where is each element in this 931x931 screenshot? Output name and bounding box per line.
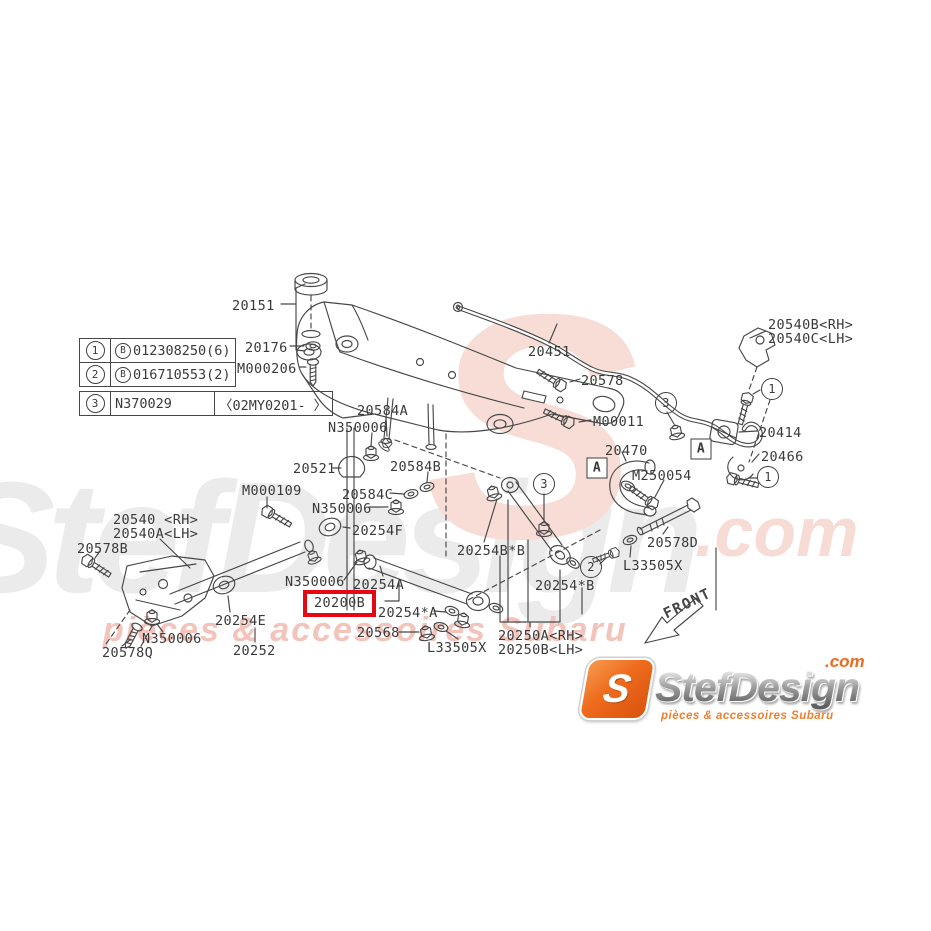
part-label-20254E: 20254E [215, 613, 267, 629]
part-label-L33505X: L33505X [427, 640, 487, 656]
part-label-20451: 20451 [528, 344, 571, 360]
part-label-20540B<RH>: 20540B<RH> [768, 317, 854, 333]
range-open: 〈02MY0201- [219, 397, 306, 414]
part-label-M250054: M250054 [632, 468, 692, 484]
size-mark-icon: B [115, 342, 131, 359]
part-label-20568: 20568 [357, 625, 400, 641]
ref-part-no-2: 016710553(2) [133, 366, 231, 383]
size-mark-icon: B [115, 366, 131, 383]
part-label-20540 <RH>: 20540 <RH> [113, 512, 199, 528]
part-label-20254A: 20254A [353, 577, 405, 593]
part-label-20414: 20414 [759, 425, 802, 441]
brand-initial: S [599, 667, 635, 711]
part-label-20176: 20176 [245, 340, 288, 356]
watermark-tagline: pièces & accessoires Subaru [103, 611, 628, 649]
callout-circle-2: 2 [580, 556, 602, 578]
part-label-20250B<LH>: 20250B<LH> [498, 642, 584, 658]
part-label-20540A<LH>: 20540A<LH> [113, 526, 199, 542]
callout-box-A: A [690, 438, 712, 460]
part-label-20254*B: 20254*B [535, 578, 595, 594]
part-label-20250A<RH>: 20250A<RH> [498, 628, 584, 644]
ref-index-3: 3 [85, 394, 105, 413]
brand-tld: .com [825, 652, 865, 671]
range-close: 〉 [313, 397, 328, 414]
ref-part-no-3: N370029 [115, 395, 172, 412]
watermark-wordmark: StefDesign [0, 450, 703, 626]
part-label-N350006: N350006 [142, 631, 202, 647]
part-label-M000206: M000206 [237, 361, 297, 377]
brand-wordmark: StefDesign [655, 664, 860, 710]
part-label-20584A: 20584A [357, 403, 409, 419]
part-label-20254*A: 20254*A [378, 605, 438, 621]
callout-circle-3: 3 [655, 392, 677, 414]
ref-part-no-1: 012308250(6) [133, 342, 231, 359]
part-label-20578B: 20578B [77, 541, 129, 557]
part-label-20521: 20521 [293, 461, 336, 477]
part-label-20466: 20466 [761, 449, 804, 465]
applicability-ref-table: 3 N370029 〈02MY0201- 〉 [79, 391, 333, 416]
callout-box-A: A [586, 457, 608, 479]
part-label-N350006: N350006 [285, 574, 345, 590]
ref-index-1: 1 [85, 341, 105, 360]
part-label-20151: 20151 [232, 298, 275, 314]
part-label-20578: 20578 [581, 373, 624, 389]
part-label-M00011: M00011 [593, 414, 645, 430]
watermark-com: .com [695, 493, 859, 571]
part-label-L33505X: L33505X [623, 558, 683, 574]
front-direction-label: FRONT [661, 585, 715, 623]
table-row: 3 N370029 〈02MY0201- 〉 [80, 392, 332, 415]
part-label-20254F: 20254F [352, 523, 404, 539]
part-label-20254B*B: 20254B*B [457, 543, 526, 559]
brand-logo[interactable]: S StefDesign .com pièces & accessoires S… [577, 650, 893, 742]
part-label-M000109: M000109 [242, 483, 302, 499]
part-label-20584B: 20584B [390, 459, 442, 475]
part-label-20470: 20470 [605, 443, 648, 459]
callout-circle-1: 1 [761, 378, 783, 400]
part-label-N350006: N350006 [312, 501, 372, 517]
highlighted-part-label-20200B: 20200B [303, 590, 377, 617]
brand-tagline: pièces & accessoires Subaru [661, 710, 834, 722]
part-label-20578Q: 20578Q [102, 645, 154, 661]
part-label-20252: 20252 [233, 643, 276, 659]
brand-logo-icon: S [577, 658, 657, 720]
part-label-20578D: 20578D [647, 535, 699, 551]
part-label-20584C: 20584C [342, 487, 394, 503]
part-label-20540C<LH>: 20540C<LH> [768, 331, 854, 347]
callout-circle-3: 3 [533, 473, 555, 495]
callout-circle-1: 1 [757, 466, 779, 488]
part-label-N350006: N350006 [328, 420, 388, 436]
ref-index-2: 2 [85, 365, 105, 384]
